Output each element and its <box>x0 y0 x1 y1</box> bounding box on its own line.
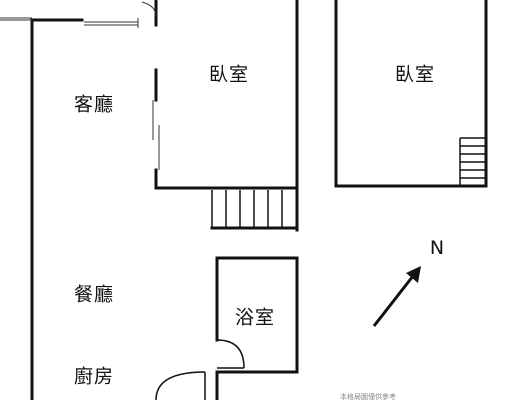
room-label-kitchen: 廚房 <box>73 365 115 388</box>
kitchen-door-arc <box>155 371 206 400</box>
watermark-text: 本格局圖僅供參考 <box>340 393 396 401</box>
room-label-dining: 餐廳 <box>73 283 115 306</box>
compass-north-label: N <box>429 237 445 259</box>
room-label-bedroom-left: 臥室 <box>208 63 250 86</box>
stair-treads-upper <box>459 137 486 186</box>
room-label-bedroom-right: 臥室 <box>394 63 436 86</box>
room-label-bathroom: 浴室 <box>234 306 276 329</box>
bathroom-door-arc <box>216 339 245 369</box>
room-label-living: 客廳 <box>73 93 115 116</box>
entry-door-arc <box>141 1 157 17</box>
stair-treads-lower <box>211 190 283 228</box>
north-arrow-icon <box>372 266 421 327</box>
